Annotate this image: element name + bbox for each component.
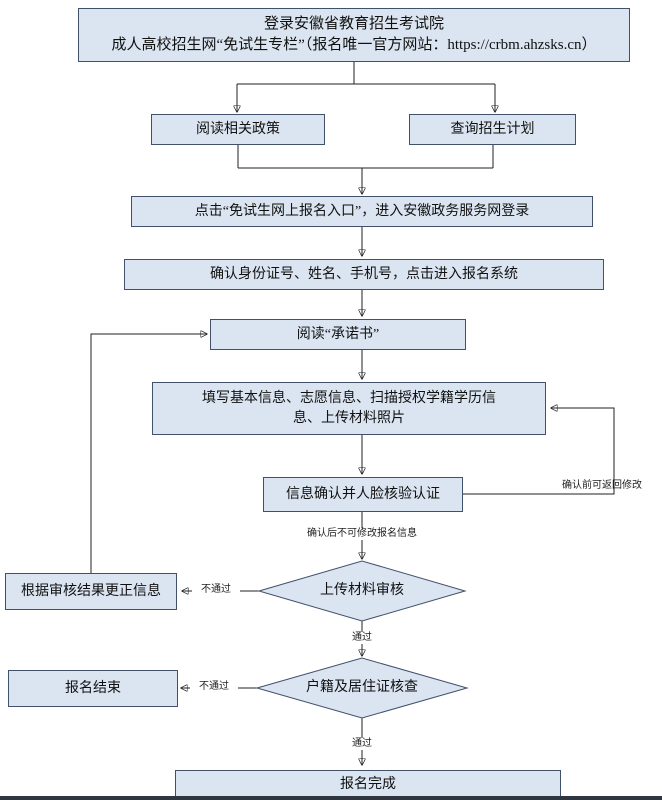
edge-label-review-fail: 不通过 <box>192 584 240 596</box>
node-confirm-identity: 确认身份证号、姓名、手机号，点击进入报名系统 <box>124 259 604 290</box>
node-click-entry: 点击“免试生网上报名入口”，进入安徽政务服务网登录 <box>131 196 593 227</box>
node-read-policy: 阅读相关政策 <box>151 114 325 145</box>
window-bottom-edge <box>0 796 662 800</box>
node-face-verify: 信息确认并人脸核验认证 <box>263 477 463 512</box>
complete-label: 报名完成 <box>340 777 396 793</box>
node-end-registration: 报名结束 <box>8 670 178 707</box>
diamond-upload-review <box>257 560 467 622</box>
edge-label-check-fail: 不通过 <box>190 681 238 693</box>
node-correct-info: 根据审核结果更正信息 <box>5 573 177 610</box>
connector-correction-loop <box>90 334 207 573</box>
edge-label-not-modifiable: 确认后不可修改报名信息 <box>266 528 458 540</box>
edge-label-review-pass: 通过 <box>341 632 383 644</box>
confirm-identity-label: 确认身份证号、姓名、手机号，点击进入报名系统 <box>210 266 518 282</box>
query-plan-label: 查询招生计划 <box>450 121 535 137</box>
node-query-plan: 查询招生计划 <box>409 114 576 145</box>
start-line1: 登录安徽省教育招生考试院 <box>263 16 444 32</box>
node-read-commitment: 阅读“承诺书” <box>210 319 466 350</box>
fill-info-label: 填写基本信息、志愿信息、扫描授权学籍学历信息、上传材料照片 <box>202 390 496 426</box>
node-fill-info: 填写基本信息、志愿信息、扫描授权学籍学历信息、上传材料照片 <box>152 382 546 435</box>
end-registration-label: 报名结束 <box>65 680 121 696</box>
connector-return-modify-loop <box>463 408 615 495</box>
node-start: 登录安徽省教育招生考试院 成人高校招生网“免试生专栏”（报名唯一官方网站：htt… <box>78 8 630 62</box>
edge-label-modifiable: 确认前可返回修改 <box>562 480 642 491</box>
read-policy-label: 阅读相关政策 <box>196 121 280 137</box>
read-commitment-label: 阅读“承诺书” <box>296 326 380 342</box>
diamond-residence-check <box>255 657 469 719</box>
node-complete: 报名完成 <box>175 770 561 800</box>
start-line2: 成人高校招生网“免试生专栏”（报名唯一官方网站：https://crbm.ahz… <box>111 37 597 53</box>
click-entry-label: 点击“免试生网上报名入口”，进入安徽政务服务网登录 <box>194 203 530 219</box>
upload-review-label: 上传材料审核 <box>320 583 404 598</box>
correct-info-label: 根据审核结果更正信息 <box>21 583 161 599</box>
face-verify-label: 信息确认并人脸核验认证 <box>286 486 440 502</box>
residence-check-label: 户籍及居住证核查 <box>306 680 418 695</box>
edge-label-check-pass: 通过 <box>341 738 383 750</box>
